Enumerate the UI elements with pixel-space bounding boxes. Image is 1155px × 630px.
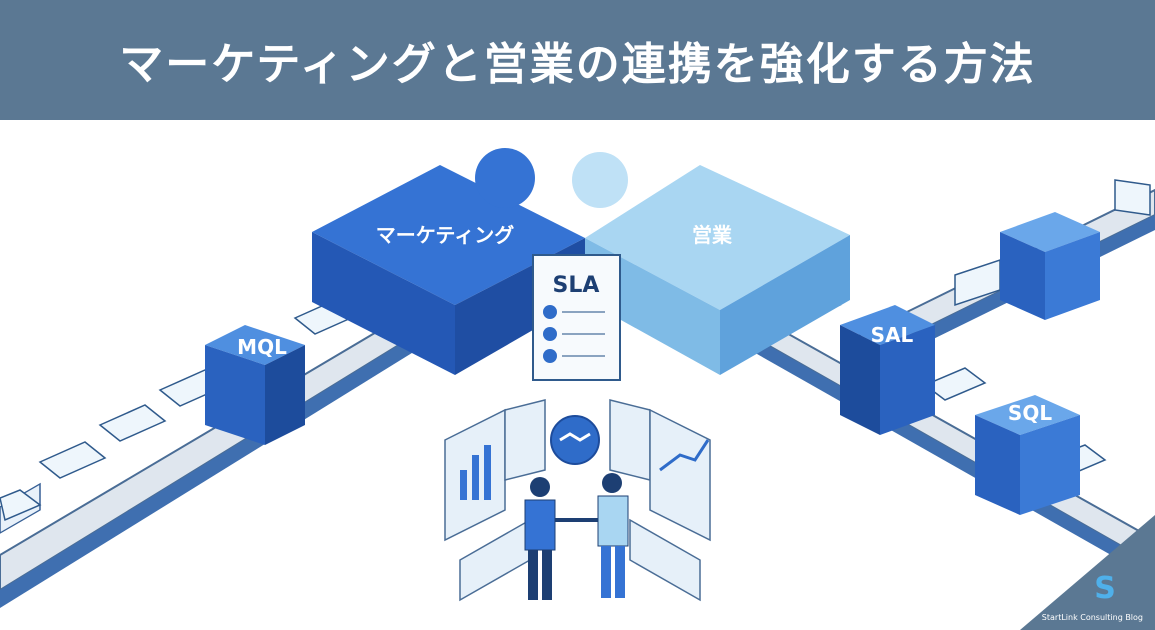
illustration: MQL SAL SQL マーケティング 営業 SLA [0, 148, 1155, 630]
checklist-icon [543, 305, 605, 363]
mql-label: MQL [237, 335, 287, 359]
sales-label: 営業 [692, 223, 733, 247]
dashboard-panels [444, 399, 711, 602]
mql-box: MQL [205, 325, 305, 445]
sql-label: SQL [1008, 401, 1052, 425]
startlink-logo: S [1020, 515, 1155, 630]
marketing-label: マーケティング [376, 223, 514, 247]
sal-label: SAL [871, 323, 914, 347]
sla-document: SLA [532, 254, 621, 381]
sql-box: SQL [975, 395, 1080, 515]
handshake-icon [550, 415, 600, 465]
upper-box [1000, 212, 1100, 320]
title-banner: マーケティングと営業の連携を強化する方法 [0, 0, 1155, 120]
svg-text:S: S [1094, 571, 1116, 606]
sal-box: SAL [840, 305, 935, 435]
bar-chart-icon [460, 445, 491, 500]
logo-text: StartLink Consulting Blog [1041, 613, 1143, 622]
people-shaking-hands [524, 473, 629, 600]
sales-puzzle-piece: 営業 [572, 152, 850, 375]
sla-label: SLA [553, 273, 600, 298]
page-title: マーケティングと営業の連携を強化する方法 [119, 39, 1036, 90]
